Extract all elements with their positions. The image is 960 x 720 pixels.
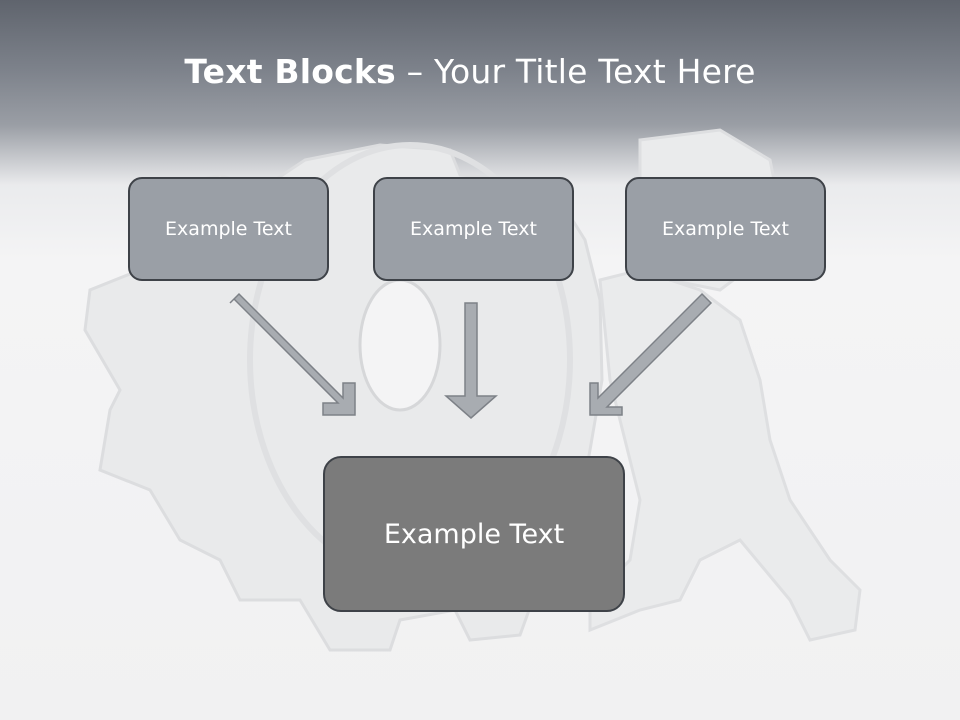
text-block-1[interactable]: Example Text [128,177,329,281]
title-bold-part: Text Blocks [184,52,396,91]
text-block-2[interactable]: Example Text [373,177,574,281]
arrow-left-icon [229,292,356,416]
slide-title: Text Blocks – Your Title Text Here [0,52,940,91]
arrow-down-icon [444,302,498,419]
text-block-main[interactable]: Example Text [323,456,625,612]
arrow-right-icon [589,292,713,416]
text-block-3[interactable]: Example Text [625,177,826,281]
figure-body [588,268,862,642]
title-rest-part: – Your Title Text Here [395,52,756,91]
